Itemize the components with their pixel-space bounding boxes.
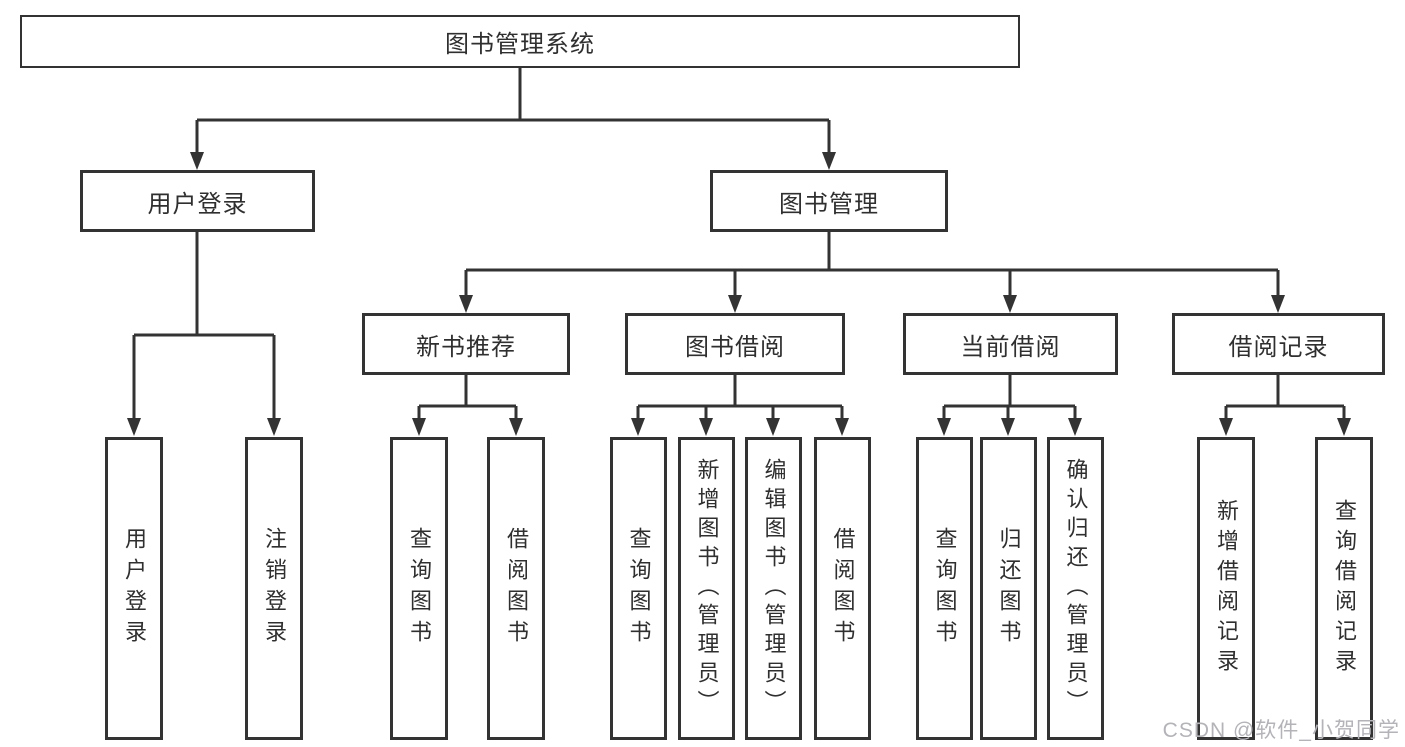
arrow-down-icon — [459, 295, 473, 313]
leaf-return-books: 归还图书 — [980, 437, 1037, 740]
arrow-down-icon — [1271, 295, 1285, 313]
connector-user-login-to-leaves — [132, 232, 276, 420]
arrow-down-icon — [1001, 418, 1015, 436]
arrow-down-icon — [1337, 418, 1351, 436]
connector-book-management-to-level3 — [464, 232, 1280, 297]
node-user-login: 用户登录 — [80, 170, 315, 232]
node-root: 图书管理系统 — [20, 15, 1020, 68]
connector-new-book-recommendation-to-leaves — [417, 375, 518, 420]
arrow-down-icon — [728, 295, 742, 313]
arrow-down-icon — [631, 418, 645, 436]
leaf-label: 注销登录 — [262, 526, 287, 651]
leaf-label: 归还图书 — [996, 526, 1022, 651]
arrow-down-icon — [190, 152, 204, 170]
arrow-down-icon — [267, 418, 281, 436]
arrow-down-icon — [412, 418, 426, 436]
arrow-down-icon — [127, 418, 141, 436]
leaf-user-login: 用户登录 — [105, 437, 163, 740]
leaf-borrow-books-recommend: 借阅图书 — [487, 437, 545, 740]
node-book-borrowing: 图书借阅 — [625, 313, 845, 375]
node-book-management: 图书管理 — [710, 170, 948, 232]
connector-borrowing-records-to-leaves — [1224, 375, 1346, 420]
leaf-add-book-admin: 新增图书（管理员） — [678, 437, 735, 740]
leaf-label: 查询借阅记录 — [1332, 498, 1357, 679]
leaf-logout: 注销登录 — [245, 437, 303, 740]
leaf-label: 用户登录 — [122, 526, 147, 651]
arrow-down-icon — [937, 418, 951, 436]
arrow-down-icon — [699, 418, 713, 436]
leaf-label: 借阅图书 — [504, 526, 529, 651]
arrow-down-icon — [1003, 295, 1017, 313]
connector-book-borrowing-to-leaves — [636, 375, 844, 420]
leaf-query-books-borrowing: 查询图书 — [610, 437, 667, 740]
watermark: CSDN @软件_小贺同学 — [1162, 719, 1400, 742]
arrow-down-icon — [822, 152, 836, 170]
arrow-down-icon — [1068, 418, 1082, 436]
leaf-label: 新增图书（管理员） — [694, 458, 720, 719]
leaf-label: 确认归还（管理员） — [1063, 458, 1089, 719]
leaf-add-borrow-record: 新增借阅记录 — [1197, 437, 1255, 740]
leaf-label: 编辑图书（管理员） — [761, 458, 787, 719]
leaf-label: 借阅图书 — [830, 526, 856, 651]
arrow-down-icon — [835, 418, 849, 436]
leaf-label: 查询图书 — [932, 526, 958, 651]
leaf-label: 新增借阅记录 — [1214, 498, 1239, 679]
connector-current-borrowing-to-leaves — [942, 375, 1077, 420]
node-borrowing-records: 借阅记录 — [1172, 313, 1385, 375]
arrow-down-icon — [509, 418, 523, 436]
leaf-confirm-return-admin: 确认归还（管理员） — [1047, 437, 1104, 740]
leaf-borrow-books-borrowing: 借阅图书 — [814, 437, 871, 740]
leaf-query-borrow-record: 查询借阅记录 — [1315, 437, 1373, 740]
leaf-query-books-recommend: 查询图书 — [390, 437, 448, 740]
leaf-label: 查询图书 — [407, 526, 432, 651]
leaf-label: 查询图书 — [626, 526, 652, 651]
connector-root-to-level2 — [195, 68, 831, 154]
node-current-borrowing: 当前借阅 — [903, 313, 1118, 375]
arrow-down-icon — [1219, 418, 1233, 436]
leaf-edit-book-admin: 编辑图书（管理员） — [745, 437, 802, 740]
leaf-query-books-current: 查询图书 — [916, 437, 973, 740]
node-new-book-recommendation: 新书推荐 — [362, 313, 570, 375]
arrow-down-icon — [766, 418, 780, 436]
